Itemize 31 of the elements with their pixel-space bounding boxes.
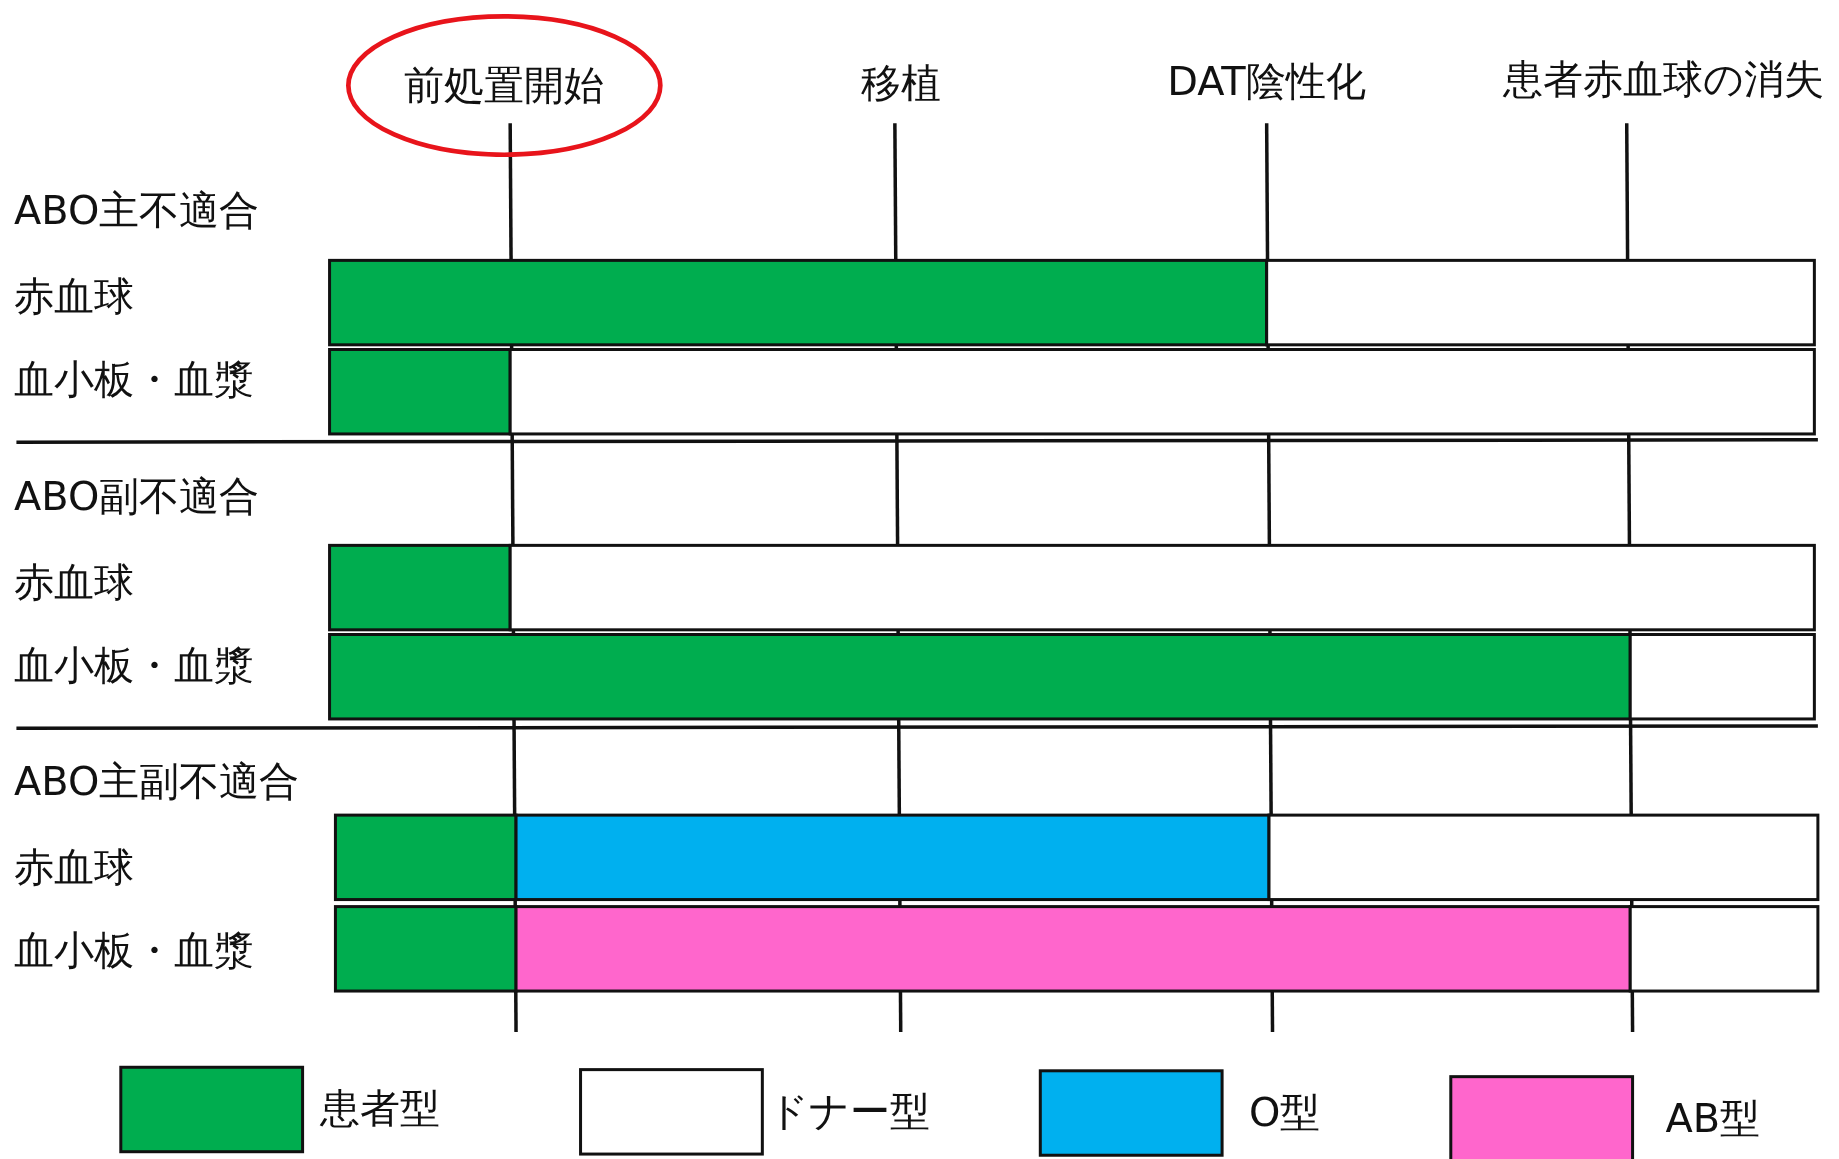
bar-segment [328,633,1632,721]
row-label: 血小板・血漿 [14,360,255,400]
row-label: 赤血球 [14,276,135,317]
legend-label: ドナー型 [768,1091,931,1132]
bar-segment [328,348,512,436]
bar-segment [328,543,512,632]
legend-label: 患者型 [320,1089,441,1130]
section-title: ABO主副不適合 [14,762,300,803]
bar-segment [333,905,518,993]
bar-segment [1628,905,1820,993]
milestone-label: 移植 [860,64,941,105]
bar-segment [1267,813,1820,902]
bar-segment [1265,258,1816,347]
legend-label: O型 [1249,1093,1321,1133]
row-label: 血小板・血漿 [14,646,255,687]
bar-segment [1628,633,1816,721]
row-label: 血小板・血漿 [14,931,255,972]
legend-label: AB型 [1665,1098,1761,1139]
section-title: ABO主不適合 [14,191,260,231]
highlight-ellipse [346,14,663,158]
bar-segment [514,905,1632,993]
bar-segment [333,813,518,902]
bar-segment [508,543,1816,632]
row-label: 赤血球 [14,847,135,888]
milestone-label: DAT陰性化 [1167,62,1366,102]
row-label: 赤血球 [14,562,135,603]
bar-segment [508,348,1816,436]
milestone-label: 前処置開始 [404,65,605,106]
milestone-label: 患者赤血球の消失 [1502,59,1824,100]
bar-segment [514,813,1271,902]
section-title: ABO副不適合 [14,477,260,518]
